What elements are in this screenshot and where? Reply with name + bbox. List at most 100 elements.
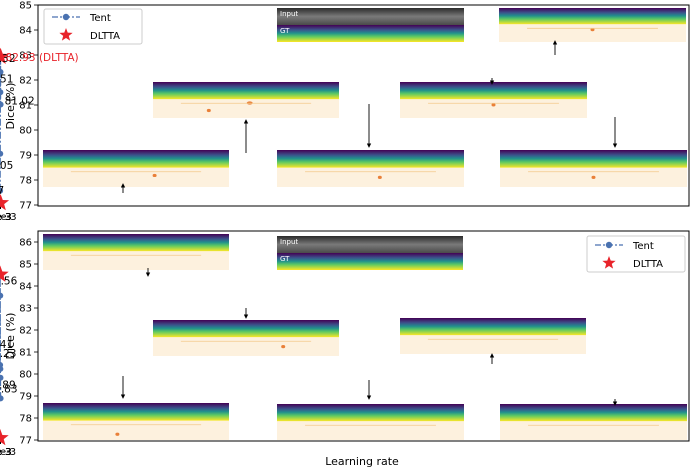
bot-input-gt-thumb-input-label: Input	[280, 238, 298, 246]
y-tick-label: 80	[19, 126, 32, 137]
top-thumb-3e3-pred	[277, 150, 464, 168]
bot-thumb-3e3-pred	[277, 404, 464, 422]
dltta-axis-star	[0, 194, 10, 211]
top-thumb-2e3-pred	[153, 82, 339, 100]
data-label: 77.57	[0, 185, 4, 197]
top-thumb-3e3	[277, 150, 464, 187]
top-thumb-1e3-map	[43, 167, 229, 187]
data-label: 81.51	[0, 73, 13, 85]
top-thumb-1e3	[43, 150, 229, 187]
top-thumb-5e3-spot	[591, 175, 596, 179]
bot-thumb-5e3-pred	[500, 404, 687, 422]
bot-input-gt-thumb-gt	[277, 253, 463, 270]
top-thumb-2e3-map	[153, 99, 339, 118]
top-thumb-4e3-pred	[400, 82, 587, 100]
tent-point	[0, 292, 4, 299]
y-tick-label: 82	[19, 326, 32, 337]
data-label: 82.32	[0, 53, 16, 65]
y-tick-label: 81	[19, 101, 32, 112]
data-label: 79.05	[0, 160, 13, 172]
bottom-series	[0, 265, 9, 446]
y-tick-label: 79	[19, 392, 32, 403]
dltta-star	[0, 47, 10, 65]
bottom-legend: Tent DLTTA	[586, 235, 686, 273]
y-tick-label: 83	[19, 51, 32, 62]
tent-point	[0, 374, 4, 381]
tent-point	[0, 101, 4, 108]
bot-thumb-1e3-upper-map	[43, 251, 229, 270]
bottom-legend-tent-marker	[605, 241, 613, 249]
top-thumb-4e3-map	[400, 99, 587, 118]
bot-thumb-2e3-pred	[153, 320, 339, 338]
tent-point	[0, 69, 4, 75]
top-thumb-4e3-spot	[491, 103, 496, 107]
bot-thumb-4e3	[400, 318, 586, 354]
top-thumb-3e3-map	[277, 167, 464, 187]
bot-thumb-5e3	[500, 404, 687, 440]
data-label: 80.41	[0, 339, 13, 351]
x-tick-label: 1e-3	[0, 212, 11, 223]
data-label: 79.83	[0, 384, 18, 396]
dltta-axis-star	[0, 429, 9, 446]
top-thumb-5e3	[500, 150, 687, 187]
data-label: 80.23	[0, 348, 16, 360]
top-legend-dltta-label: DLTTA	[90, 31, 120, 42]
top-thumb-4e3	[400, 82, 587, 118]
bot-thumb-1e3-upper	[43, 234, 229, 270]
bot-thumb-1e3-upper-pred	[43, 234, 229, 252]
y-tick-label: 82	[19, 76, 32, 87]
top-plot-frame	[37, 4, 690, 207]
top-y-axis-title: Dice (%)	[4, 83, 17, 130]
top-legend-tent-marker	[62, 13, 70, 21]
bottom-data-labels: 80.4184.52 (DLTTA)83.5680.2379.8378.89	[0, 276, 18, 396]
bot-thumb-2e3-spot	[281, 345, 286, 349]
bottom-legend-dltta-star	[602, 256, 616, 269]
y-tick-label: 79	[19, 151, 32, 162]
x-tick-label: 4.5e-3	[0, 212, 17, 223]
y-tick-label: 77	[19, 436, 32, 447]
y-tick-label: 85	[19, 1, 32, 12]
top-input-gt-thumb-input	[277, 8, 464, 25]
top-thumb-1e3-pred	[43, 150, 229, 168]
bot-thumb-1e3-pred	[43, 403, 229, 421]
bottom-plot-frame	[37, 230, 690, 442]
bot-thumb-4e3-pred	[400, 318, 586, 336]
y-tick-label: 84	[19, 26, 32, 37]
top-thumb-5e3-pred	[500, 150, 687, 168]
top-thumb-2e3-spot	[206, 108, 211, 113]
top-thumb-1e3-spot	[152, 173, 157, 178]
y-tick-label: 81	[19, 348, 32, 359]
top-thumb-5e3-upper	[499, 8, 686, 42]
data-label: 83.56	[0, 276, 18, 288]
bottom-y-axis-title: Dice (%)	[4, 313, 17, 360]
tent-point	[0, 150, 4, 157]
bottom-arrows	[120, 268, 618, 406]
data-label: 81.02	[5, 96, 35, 108]
top-thumb-5e3-upper-spot	[590, 28, 595, 32]
y-tick-label: 77	[19, 201, 32, 212]
top-input-gt-thumb-gt	[277, 25, 464, 42]
y-tick-label: 78	[19, 176, 32, 187]
top-legend: Tent DLTTA	[43, 8, 143, 45]
bottom-legend-dltta-label: DLTTA	[633, 259, 663, 270]
bot-input-gt-thumb-input	[277, 236, 463, 253]
x-tick-label: 3e-3	[0, 212, 12, 223]
x-tick-label: 1e-3	[0, 447, 11, 458]
x-tick-label: 5e-3	[0, 447, 12, 458]
top-thumb-3e3-spot	[377, 175, 382, 179]
bot-thumb-5e3-map	[500, 421, 687, 440]
tent-point	[0, 187, 4, 194]
x-tick-label: 4e-3	[0, 212, 12, 223]
top-y-axis: 77 78 79 80 81 82 83 84 85	[19, 1, 38, 212]
bot-thumb-3e3-map	[277, 421, 464, 440]
top-thumb-5e3-upper-map	[499, 24, 686, 42]
y-tick-label: 83	[19, 304, 32, 315]
data-label: 82.93 (DLTTA)	[6, 52, 79, 64]
y-tick-label: 80	[19, 370, 32, 381]
